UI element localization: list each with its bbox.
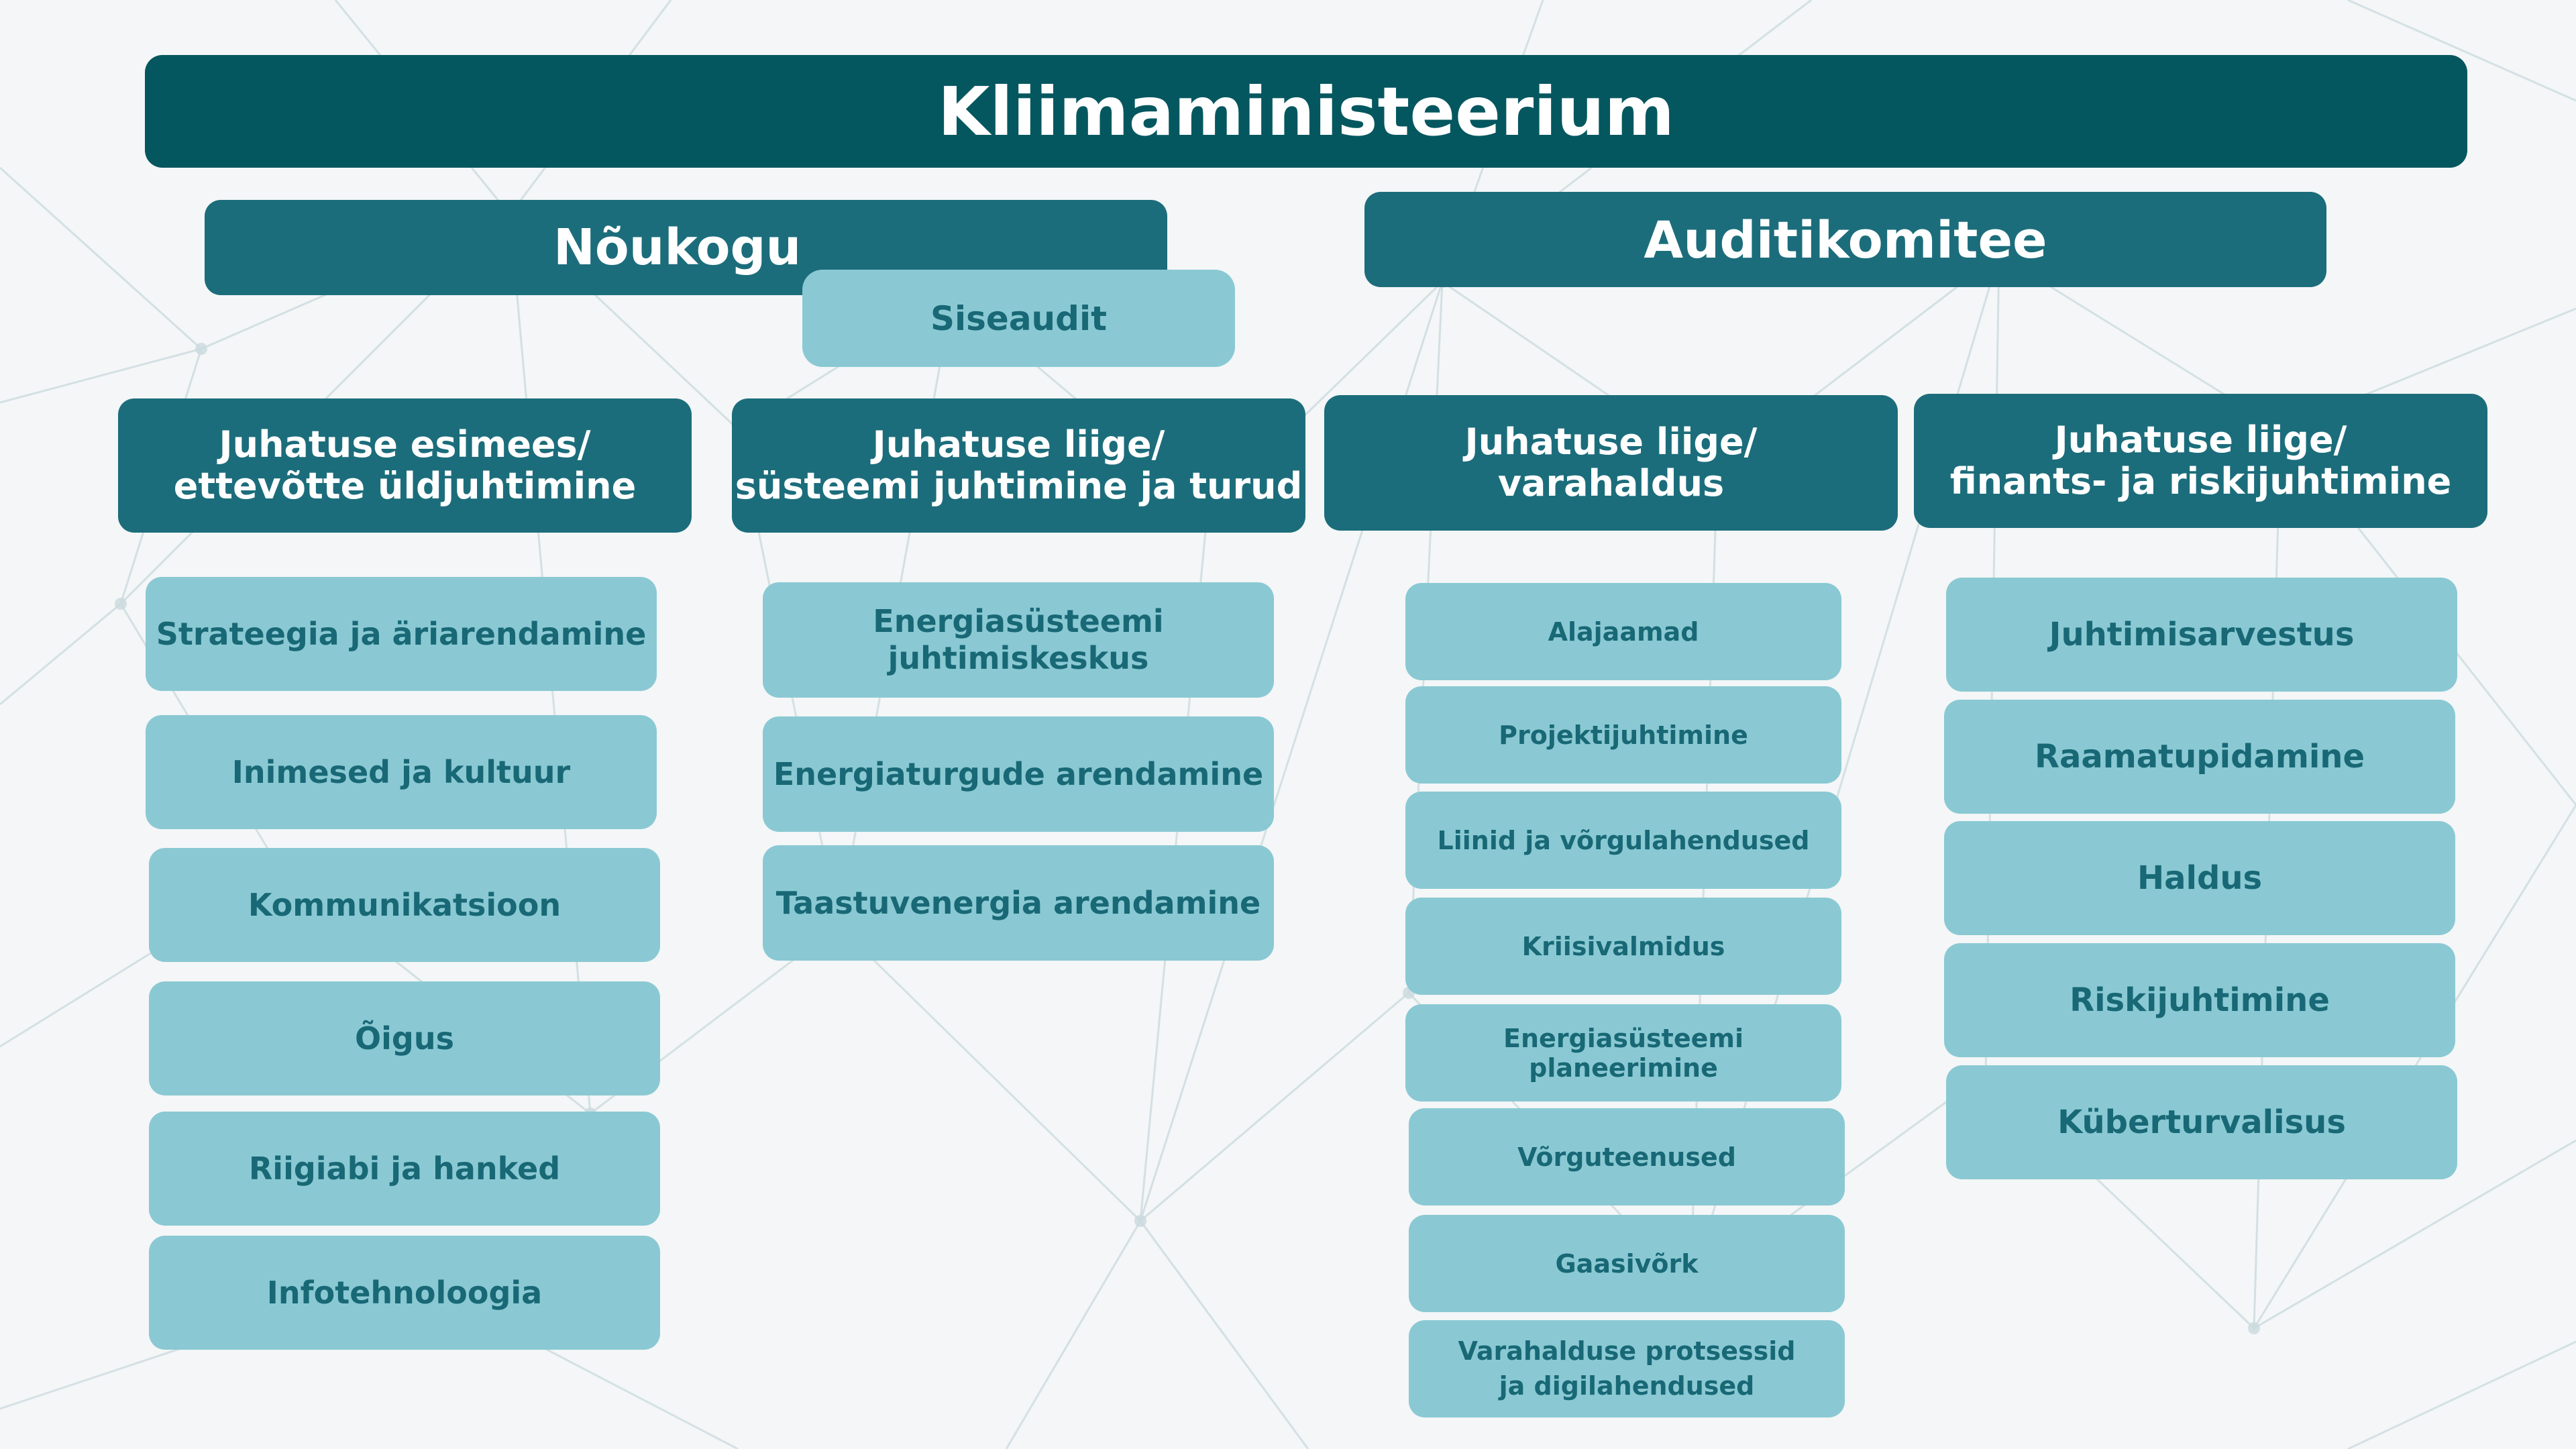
unit-renewables: Taastuvenergia arendamine: [763, 845, 1274, 961]
unit-energy-markets: Energiaturgude arendamine: [763, 716, 1274, 832]
unit-law: Õigus: [149, 981, 660, 1095]
unit-people-culture: Inimesed ja kultuur: [146, 715, 657, 829]
unit-gas-network: Gaasivõrk: [1409, 1215, 1845, 1312]
unit-communication: Kommunikatsioon: [149, 848, 660, 962]
unit-management-accounting: Juhtimisarvestus: [1946, 578, 2457, 692]
unit-risk-management: Riskijuhtimine: [1944, 943, 2455, 1057]
unit-strategy: Strateegia ja äriarendamine: [146, 577, 657, 691]
org-title: Kliimaministeerium: [145, 55, 2467, 168]
header-system-markets: Juhatuse liige/ süsteemi juhtimine ja tu…: [732, 398, 1305, 533]
internal-audit-box: Siseaudit: [802, 270, 1235, 367]
unit-cybersecurity: Küberturvalisus: [1946, 1065, 2457, 1179]
unit-accounting: Raamatupidamine: [1944, 700, 2455, 814]
unit-substations: Alajaamad: [1405, 583, 1841, 680]
unit-network-services: Võrguteenused: [1409, 1108, 1845, 1205]
header-asset-management: Juhatuse liige/ varahaldus: [1324, 395, 1898, 531]
audit-committee-box: Auditikomitee: [1364, 192, 2326, 287]
unit-project-management: Projektijuhtimine: [1405, 686, 1841, 784]
header-ceo: Juhatuse esimees/ ettevõtte üldjuhtimine: [118, 398, 692, 533]
unit-system-planning: Energiasüsteemi planeerimine: [1405, 1004, 1841, 1102]
unit-state-aid-procurement: Riigiabi ja hanked: [149, 1112, 660, 1226]
unit-control-centre: Energiasüsteemi juhtimiskeskus: [763, 582, 1274, 698]
unit-crisis-readiness: Kriisivalmidus: [1405, 898, 1841, 995]
unit-lines-network: Liinid ja võrgulahendused: [1405, 792, 1841, 889]
unit-asset-processes-digital: Varahalduse protsessid ja digilahendused: [1409, 1320, 1845, 1417]
header-finance-risk: Juhatuse liige/ finants- ja riskijuhtimi…: [1914, 394, 2487, 528]
unit-it: Infotehnoloogia: [149, 1236, 660, 1350]
unit-administration: Haldus: [1944, 821, 2455, 935]
